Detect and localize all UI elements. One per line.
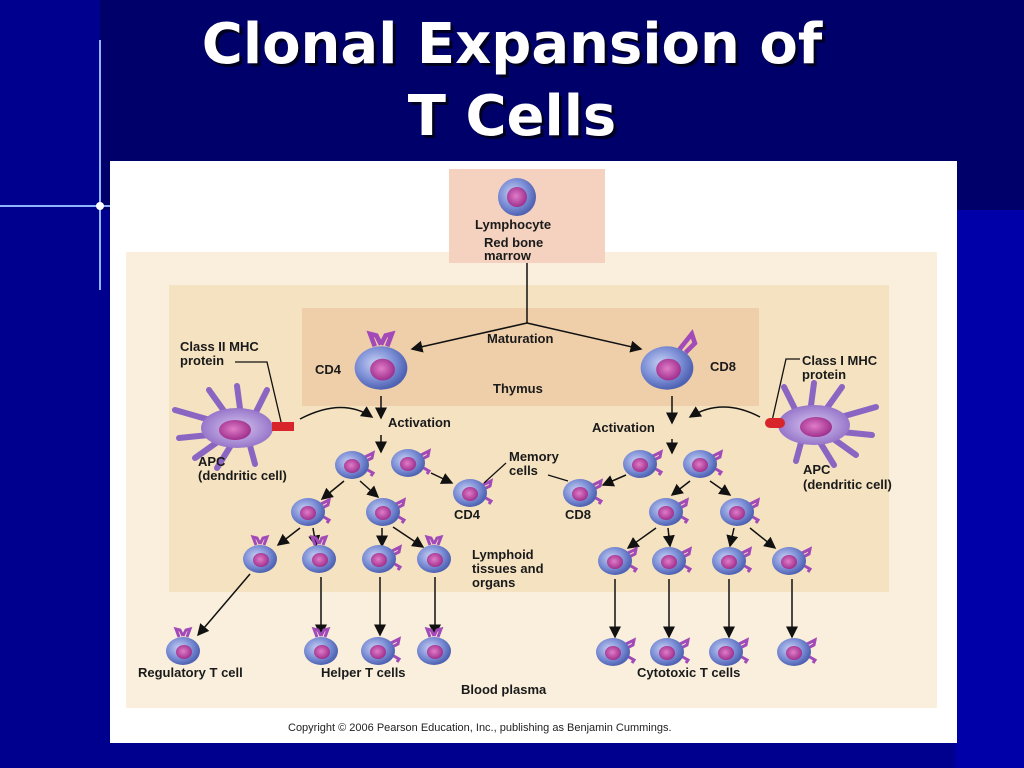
cd8-label-thymus: CD8 [710, 359, 736, 374]
lymphoid-label-line-2: tissues and [472, 561, 544, 576]
class2-mhc-marker [272, 422, 294, 431]
helper-t-cells-label: Helper T cells [321, 665, 406, 680]
class1-mhc-label-line-2: protein [802, 367, 846, 382]
activation-label-left: Activation [388, 415, 451, 430]
cd4-label-thymus: CD4 [315, 362, 342, 377]
slide-title-line-1: Clonal Expansion of [201, 12, 823, 77]
t-cell-expansion-diagram: Lymphocyte Red bone marrow Maturation Th… [110, 161, 957, 743]
class2-mhc-label-line-1: Class II MHC [180, 339, 259, 354]
blood-plasma-label: Blood plasma [461, 682, 547, 697]
apc-label-right-line-2: (dendritic cell) [803, 477, 892, 492]
class2-mhc-label-line-2: protein [180, 353, 224, 368]
lymphoid-label-line-3: organs [472, 575, 515, 590]
apc-dendritic-cell-right [778, 380, 879, 468]
cd8-memory-label: CD8 [565, 507, 591, 522]
marrow-label-line-2: marrow [484, 248, 532, 263]
maturation-label: Maturation [487, 331, 554, 346]
lymphoid-label-line-1: Lymphoid [472, 547, 534, 562]
apc-label-right-line-1: APC [803, 462, 831, 477]
cytotoxic-t-cells-label: Cytotoxic T cells [637, 665, 740, 680]
copyright-notice: Copyright © 2006 Pearson Education, Inc.… [288, 722, 672, 734]
memory-cells-label-line-2: cells [509, 463, 538, 478]
activation-label-right: Activation [592, 420, 655, 435]
lymphocyte-cell [498, 178, 536, 216]
marrow-label-line-1: Red bone [484, 235, 543, 250]
cd4-memory-label: CD4 [454, 507, 481, 522]
class1-mhc-label-line-1: Class I MHC [802, 353, 878, 368]
cd8-t-cell [640, 329, 698, 390]
slide-title-line-2: T Cells [407, 84, 617, 149]
apc-label-left-line-2: (dendritic cell) [198, 468, 287, 483]
memory-cells-label-line-1: Memory [509, 449, 560, 464]
regulatory-t-cell-label: Regulatory T cell [138, 665, 243, 680]
class1-mhc-marker [765, 418, 785, 428]
sparkle-star [96, 202, 104, 210]
lymphocyte-label: Lymphocyte [475, 217, 551, 232]
apc-label-left-line-1: APC [198, 454, 226, 469]
apc-dendritic-cell-left [172, 383, 273, 471]
thymus-label: Thymus [493, 381, 543, 396]
